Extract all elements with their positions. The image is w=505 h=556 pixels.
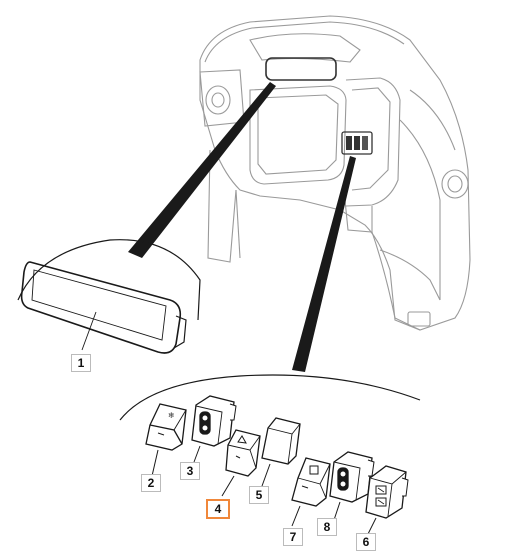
switch-parts: ❄ — [145, 395, 409, 535]
part-6-switch-housing — [365, 465, 409, 535]
leader-wedge-display — [128, 82, 276, 258]
callout-6[interactable]: 6 — [356, 533, 376, 551]
callout-5[interactable]: 5 — [249, 486, 269, 504]
callout-2[interactable]: 2 — [141, 474, 161, 492]
callout-7[interactable]: 7 — [283, 528, 303, 546]
part-5-blank-cover — [261, 417, 301, 487]
svg-text:❄: ❄ — [168, 411, 175, 420]
display-panel-callout — [17, 239, 201, 354]
leader-lines — [128, 82, 356, 372]
display-panel — [20, 261, 182, 354]
callout-1[interactable]: 1 — [71, 354, 91, 372]
part-2-rocker-cover: ❄ — [145, 403, 187, 477]
switch-group-callout — [119, 374, 421, 421]
dashboard-assembly — [199, 15, 471, 331]
part-4-hazard-switch — [221, 429, 261, 497]
part-8-double-switch — [329, 451, 375, 521]
callout-4-selected[interactable]: 4 — [206, 499, 230, 519]
callout-3[interactable]: 3 — [180, 462, 200, 480]
part-3-double-switch — [191, 395, 237, 463]
part-7-rocker-cover — [291, 457, 331, 527]
leader-wedge-switches — [292, 156, 356, 372]
callout-8[interactable]: 8 — [317, 518, 337, 536]
